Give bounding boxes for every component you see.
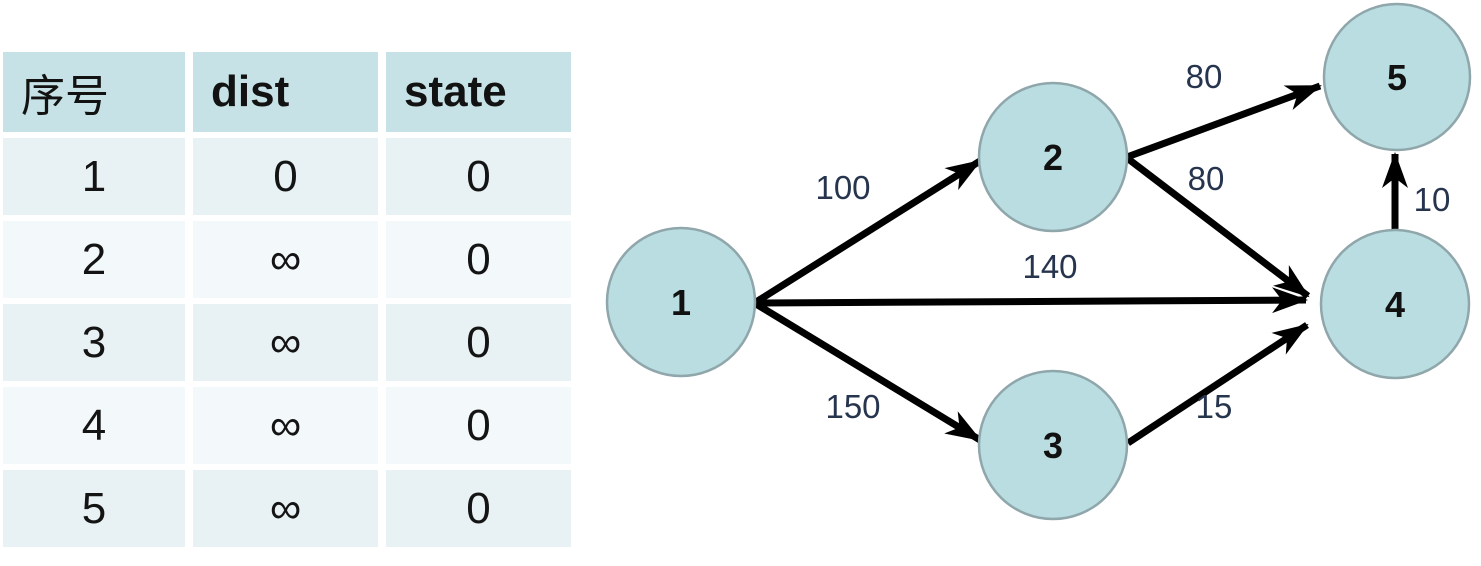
node-5-circle	[1322, 2, 1472, 152]
dist-state-table: 序号 dist state 1 0 0 2 ∞ 0 3 ∞ 0 4 ∞ 0 5 …	[3, 52, 571, 547]
edge-2-4-weight: 80	[1188, 160, 1225, 197]
node-5-label: 5	[1387, 57, 1407, 98]
table-cell-state-4: 0	[386, 387, 571, 464]
table-cell-state-2: 0	[386, 221, 571, 298]
edge-4-5-weight: 10	[1414, 181, 1451, 218]
table-cell-id-3: 3	[3, 304, 185, 381]
node-2-circle	[977, 81, 1129, 233]
edge-2-4-line	[1124, 155, 1311, 299]
edge-3-4-weight: 15	[1196, 388, 1233, 425]
table-cell-dist-5: ∞	[193, 470, 378, 547]
edge-1-3-weight: 150	[825, 388, 880, 425]
table-cell-id-2: 2	[3, 221, 185, 298]
edge-1-4-weight: 140	[1022, 248, 1077, 285]
table-cell-dist-1: 0	[193, 138, 378, 215]
table-cell-dist-2: ∞	[193, 221, 378, 298]
table-cell-id-5: 5	[3, 470, 185, 547]
node-3-label: 3	[1043, 425, 1063, 466]
table-cell-state-3: 0	[386, 304, 571, 381]
table-cell-id-1: 1	[3, 138, 185, 215]
edge-1-3-line	[754, 301, 982, 443]
edge-1-2-weight: 100	[815, 169, 870, 206]
table-header-dist: dist	[193, 52, 378, 132]
node-3-circle	[977, 369, 1129, 521]
edge-3-4-line	[1126, 322, 1309, 446]
graph-edges	[754, 82, 1408, 446]
table-cell-dist-3: ∞	[193, 304, 378, 381]
edge-1-2-line	[754, 158, 982, 305]
node-1-circle	[605, 226, 757, 378]
node-2-label: 2	[1043, 137, 1063, 178]
node-4-circle	[1319, 228, 1471, 380]
table-header-index: 序号	[3, 52, 185, 132]
edge-2-5-line	[1125, 82, 1322, 161]
table-cell-dist-4: ∞	[193, 387, 378, 464]
table-cell-state-5: 0	[386, 470, 571, 547]
graph-nodes: 1 2 3 4 5	[605, 2, 1472, 521]
table-cell-id-4: 4	[3, 387, 185, 464]
table-cell-state-1: 0	[386, 138, 571, 215]
edge-2-5-weight: 80	[1186, 58, 1223, 95]
node-4-label: 4	[1385, 284, 1405, 325]
graph-edge-weights: 100 140 150 80 80 15 10	[815, 58, 1450, 425]
table-header-state: state	[386, 52, 571, 132]
node-1-label: 1	[671, 282, 691, 323]
edge-1-4-line	[755, 287, 1308, 314]
